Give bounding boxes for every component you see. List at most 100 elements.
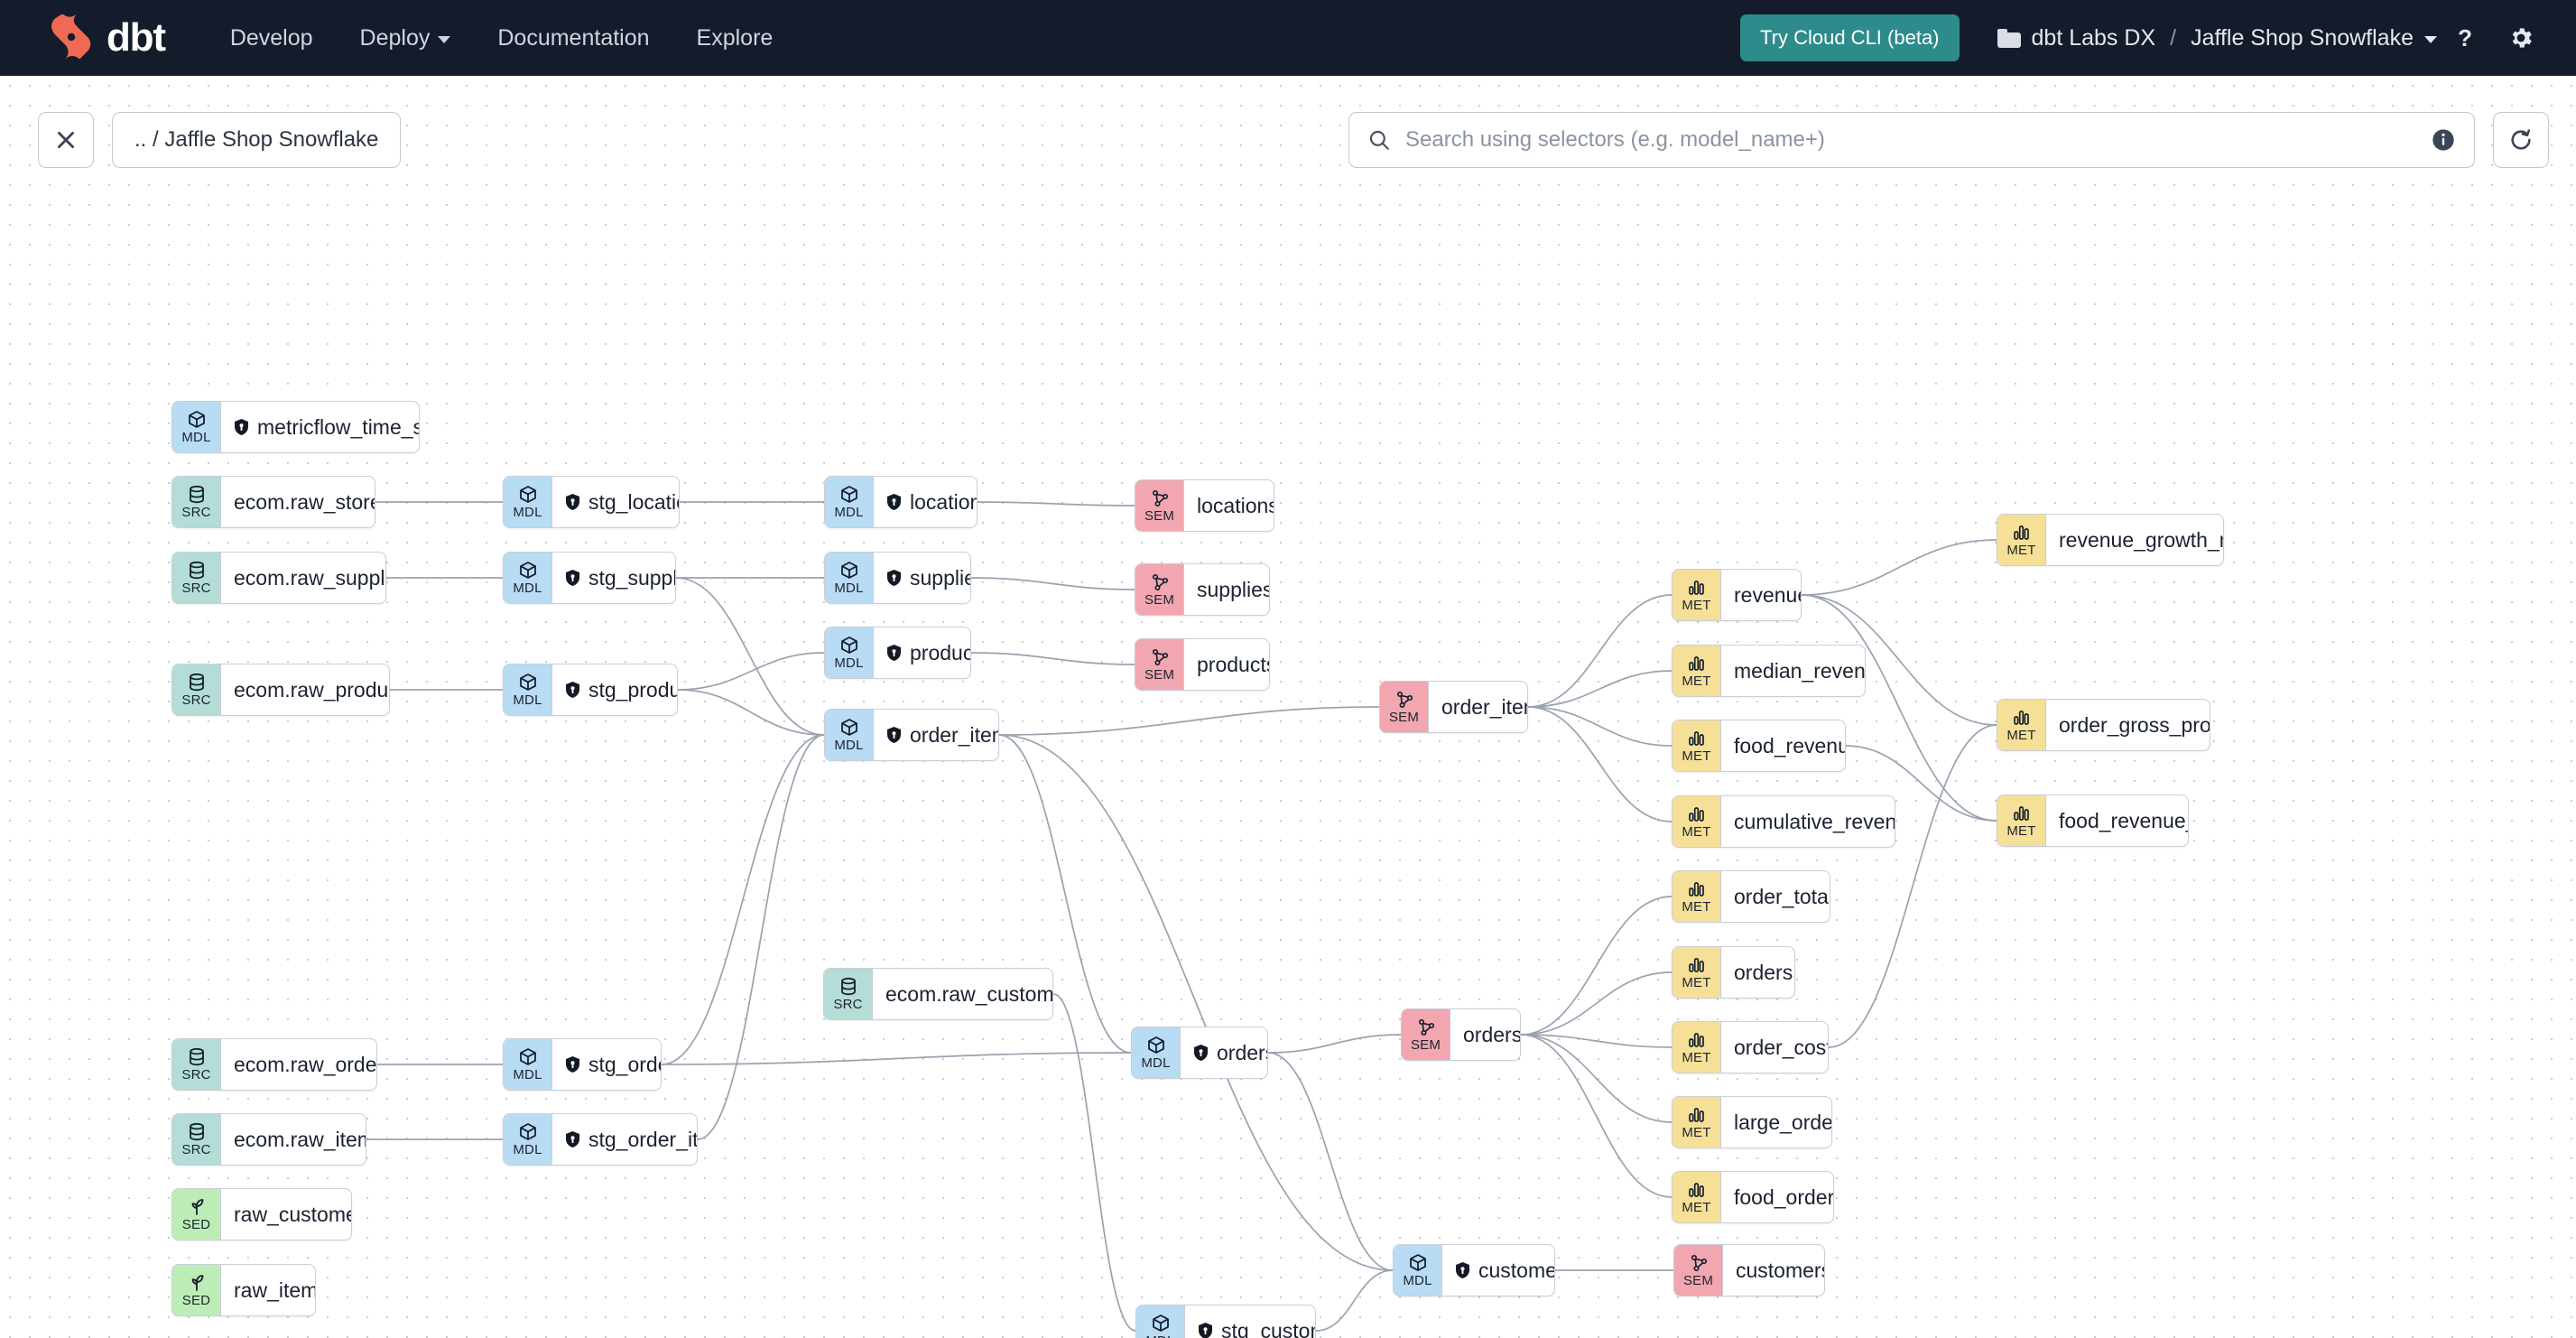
node-label: ecom.raw_products [234, 677, 389, 702]
dbt-logo[interactable]: dbt [47, 14, 166, 61]
node-type-glyph [1148, 488, 1172, 509]
account-project-breadcrumb[interactable]: dbt Labs DX / Jaffle Shop Snowflake [1997, 25, 2437, 51]
nav-link-deploy[interactable]: Deploy [337, 16, 475, 60]
nav-link-documentation[interactable]: Documentation [474, 16, 672, 60]
node-type-label: MDL [1141, 1055, 1171, 1071]
node-type-glyph [1685, 954, 1709, 976]
try-cloud-cli-button[interactable]: Try Cloud CLI (beta) [1740, 14, 1960, 61]
node-body: locations [1184, 480, 1274, 531]
cube-icon [519, 562, 536, 579]
edge-sem_orders-to-met_order_cost [1520, 1034, 1673, 1048]
selector-search-box[interactable] [1348, 112, 2475, 168]
edge-stg_customers-to-customers_mdl [1315, 1269, 1394, 1332]
node-type-label: MET [2006, 823, 2036, 839]
graph-node-products[interactable]: MDLproducts [824, 627, 971, 679]
node-type-glyph [185, 409, 208, 431]
settings-button[interactable] [2493, 24, 2549, 51]
node-type-glyph [1685, 1179, 1709, 1201]
node-type-label: SRC [181, 505, 211, 520]
node-type-glyph [1149, 1313, 1172, 1334]
node-type-badge-met: MET [1673, 947, 1721, 998]
node-type-glyph [1685, 1029, 1709, 1051]
question-mark-icon: ? [2458, 24, 2472, 51]
node-label: locations [910, 489, 977, 514]
graph-node-customers_mdl[interactable]: MDLcustomers [1393, 1244, 1555, 1296]
close-lineage-button[interactable] [38, 112, 94, 168]
node-type-badge-mdl: MDL [825, 710, 874, 760]
node-type-badge-met: MET [1673, 720, 1721, 771]
node-body: order_items [874, 710, 998, 760]
node-type-glyph [516, 1121, 540, 1143]
node-body: revenue_growth_mom [2046, 515, 2223, 565]
node-body: stg_orders [552, 1039, 661, 1090]
node-label: ecom.raw_orders [234, 1052, 377, 1076]
node-body: order_gross_profit [2046, 700, 2210, 750]
node-body: stg_order_items [552, 1114, 697, 1165]
node-body: order_item [1429, 682, 1527, 732]
node-type-label: SRC [181, 1067, 211, 1082]
graph-node-locations[interactable]: MDLlocations [824, 476, 978, 528]
node-label: locations [1197, 493, 1274, 517]
graph-node-supplies[interactable]: MDLsupplies [824, 552, 971, 604]
node-type-glyph [516, 1046, 540, 1068]
node-type-badge-sed: SED [172, 1189, 221, 1240]
graph-node-ecom.raw_orders[interactable]: SRC ecom.raw_orders [171, 1038, 377, 1091]
nav-link-develop[interactable]: Develop [207, 16, 337, 60]
nav-link-explore[interactable]: Explore [673, 16, 797, 60]
node-type-label: SEM [1682, 1273, 1714, 1288]
node-type-label: MET [1682, 598, 1711, 613]
shield-lock-icon [566, 682, 579, 698]
node-body: order_cost [1721, 1022, 1828, 1073]
search-input[interactable] [1405, 127, 2431, 153]
help-button[interactable]: ? [2437, 24, 2493, 51]
search-icon [1369, 130, 1389, 150]
graph-node-orders_mdl[interactable]: MDLorders [1131, 1027, 1268, 1079]
node-type-badge-sem: SEM [1402, 1009, 1450, 1060]
network-icon [1152, 573, 1168, 591]
info-icon[interactable] [2431, 127, 2456, 153]
node-type-glyph [185, 672, 208, 693]
lineage-graph-canvas[interactable]: MDLmetricflow_time_spineSRCecom.raw_stor… [0, 76, 2576, 1338]
edge-sem_order_item-to-met_median_revenue [1527, 670, 1673, 708]
bar-chart-icon [2013, 806, 2029, 821]
node-type-glyph [1685, 804, 1709, 825]
node-body: products [874, 627, 970, 678]
node-label: customers [1478, 1258, 1554, 1282]
graph-breadcrumb-button[interactable]: .. / Jaffle Shop Snowflake [112, 112, 402, 168]
bar-chart-icon [1688, 807, 1704, 822]
refresh-graph-button[interactable] [2493, 112, 2549, 168]
